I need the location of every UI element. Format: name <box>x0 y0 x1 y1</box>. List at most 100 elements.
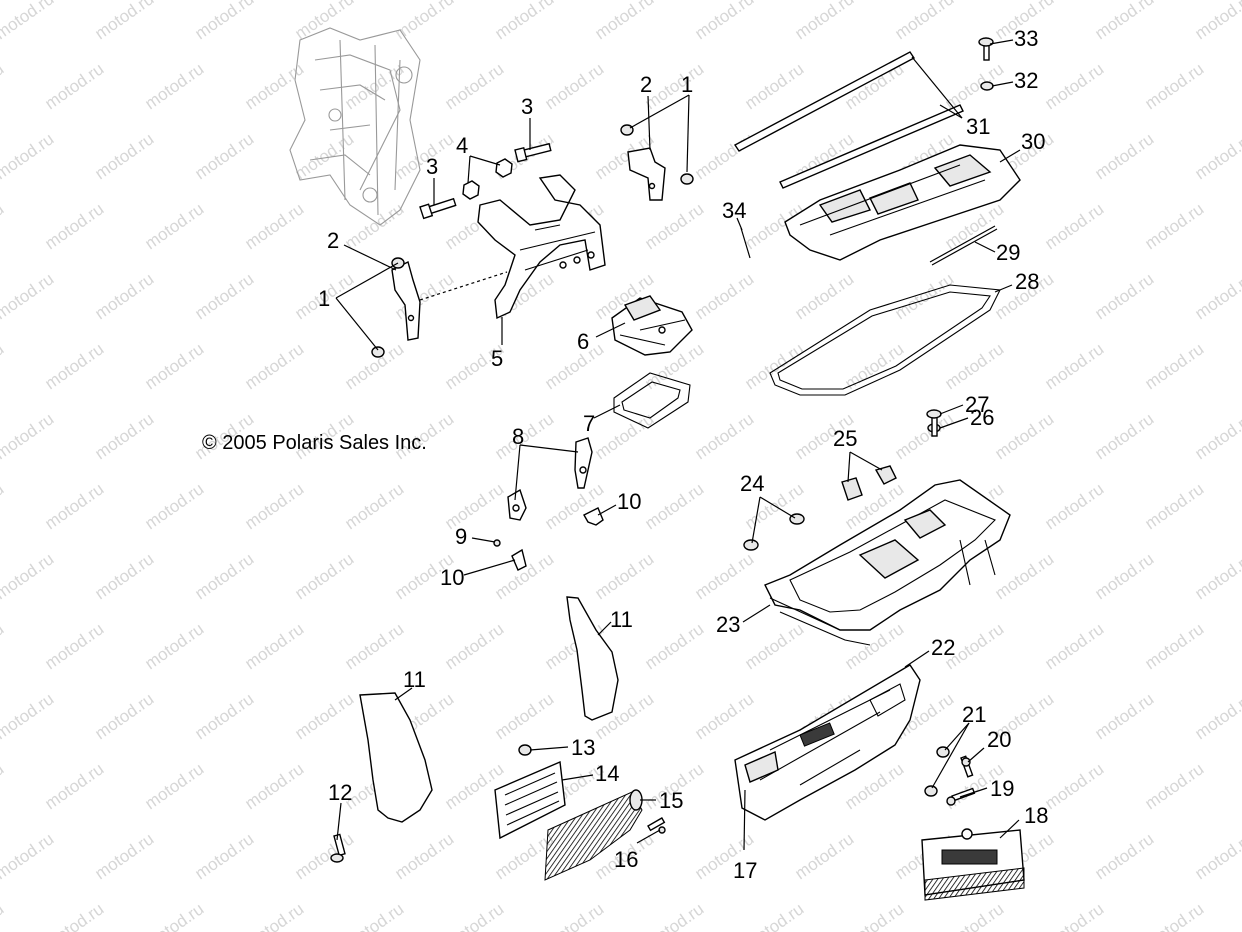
watermark-text: motod.ru <box>141 59 207 113</box>
watermark-text: motod.ru <box>0 829 57 883</box>
part-10-clip-lower <box>511 548 527 571</box>
watermark-text: motod.ru <box>1091 129 1157 183</box>
watermark-text: motod.ru <box>141 759 207 813</box>
watermark-text: motod.ru <box>141 199 207 253</box>
watermark-text: motod.ru <box>191 269 257 323</box>
watermark-text: motod.ru <box>641 199 707 253</box>
callout-1: 1 <box>681 72 693 97</box>
watermark-text: motod.ru <box>241 619 307 673</box>
watermark-text: motod.ru <box>0 759 7 813</box>
callout-16: 16 <box>614 847 638 872</box>
watermark-text: motod.ru <box>591 549 657 603</box>
watermark-text: motod.ru <box>191 549 257 603</box>
watermark-text: motod.ru <box>541 899 607 932</box>
part-15-grille <box>544 789 643 881</box>
callout-28: 28 <box>1015 269 1039 294</box>
callout-26: 26 <box>970 405 994 430</box>
watermark-text: motod.ru <box>691 549 757 603</box>
watermark-text: motod.ru <box>0 619 7 673</box>
watermark-text: motod.ru <box>1191 549 1242 603</box>
watermark-text: motod.ru <box>0 59 7 113</box>
callout-29: 29 <box>996 240 1020 265</box>
watermark-text: motod.ru <box>1141 899 1207 932</box>
watermark-text: motod.ru <box>91 689 157 743</box>
part-2-bracket-right <box>627 147 666 201</box>
part-20-bolt <box>960 755 974 778</box>
watermark-text: motod.ru <box>1141 59 1207 113</box>
watermark-text: motod.ru <box>0 199 7 253</box>
callout-25: 25 <box>833 426 857 451</box>
part-33-bolt <box>978 37 994 61</box>
watermark-text: motod.ru <box>1091 829 1157 883</box>
part-23-storage-box <box>764 479 1011 646</box>
part-32-washer <box>980 81 994 91</box>
watermark-text: motod.ru <box>1041 339 1107 393</box>
watermark-text: motod.ru <box>0 339 7 393</box>
callout-15: 15 <box>659 788 683 813</box>
watermark-text: motod.ru <box>41 619 107 673</box>
watermark-text: motod.ru <box>441 899 507 932</box>
watermark-text: motod.ru <box>741 339 807 393</box>
watermark-text: motod.ru <box>1041 619 1107 673</box>
part-8-latch-lower <box>507 488 527 521</box>
watermark-text: motod.ru <box>41 479 107 533</box>
watermark-text: motod.ru <box>441 619 507 673</box>
callout-11: 11 <box>610 607 633 632</box>
watermark-text: motod.ru <box>1091 549 1157 603</box>
watermark-text: motod.ru <box>1141 199 1207 253</box>
part-34-pin <box>740 227 751 259</box>
watermark-text: motod.ru <box>241 59 307 113</box>
watermark-text: motod.ru <box>291 0 357 43</box>
watermark-text: motod.ru <box>341 899 407 932</box>
watermark-text: motod.ru <box>41 339 107 393</box>
callout-20: 20 <box>987 727 1011 752</box>
callout-21: 21 <box>962 702 986 727</box>
watermark-text: motod.ru <box>991 549 1057 603</box>
watermark-text: motod.ru <box>641 619 707 673</box>
watermark-text: motod.ru <box>1191 269 1242 323</box>
watermark-text: motod.ru <box>491 0 557 43</box>
watermark-text: motod.ru <box>241 479 307 533</box>
watermark-text: motod.ru <box>41 899 107 932</box>
watermark-text: motod.ru <box>1191 0 1242 43</box>
watermark-text: motod.ru <box>241 759 307 813</box>
watermark-text: motod.ru <box>841 899 907 932</box>
watermark-text: motod.ru <box>91 409 157 463</box>
watermark-text: motod.ru <box>291 829 357 883</box>
watermark-text: motod.ru <box>241 899 307 932</box>
callout-27: 27 <box>965 392 989 417</box>
watermark-text: motod.ru <box>1091 409 1157 463</box>
part-29-strip <box>929 225 998 266</box>
watermark-text: motod.ru <box>691 689 757 743</box>
watermark-text: motod.ru <box>1091 0 1157 43</box>
callout-32: 32 <box>1014 68 1038 93</box>
watermark-text: motod.ru <box>791 0 857 43</box>
watermark-text: motod.ru <box>391 829 457 883</box>
callout-labels: 1 2 3 3 4 2 1 5 6 7 8 9 10 10 11 11 12 1… <box>318 26 1048 883</box>
callout-34: 34 <box>722 198 746 223</box>
watermark-text: motod.ru <box>1141 619 1207 673</box>
leader-lines <box>335 39 1021 851</box>
callout-6: 6 <box>577 329 589 354</box>
watermark-text: motod.ru <box>341 199 407 253</box>
watermark-text: motod.ru <box>1091 269 1157 323</box>
callout-1: 1 <box>318 286 330 311</box>
callout-3: 3 <box>521 94 533 119</box>
callout-30: 30 <box>1021 129 1045 154</box>
watermark-text: motod.ru <box>1041 759 1107 813</box>
callout-17: 17 <box>733 858 757 883</box>
watermark-text: motod.ru <box>41 59 107 113</box>
part-1-rivet-right <box>620 124 694 185</box>
watermark-text: motod.ru <box>141 479 207 533</box>
part-7-gasket <box>613 372 691 429</box>
watermark-text: motod.ru <box>0 899 7 932</box>
part-3-bolt-left <box>419 197 457 220</box>
watermark-text: motod.ru <box>441 59 507 113</box>
part-19-bolt <box>946 787 976 806</box>
watermark-text: motod.ru <box>1141 479 1207 533</box>
watermark-text: motod.ru <box>291 689 357 743</box>
callout-7: 7 <box>583 411 595 436</box>
watermark-text: motod.ru <box>541 59 607 113</box>
